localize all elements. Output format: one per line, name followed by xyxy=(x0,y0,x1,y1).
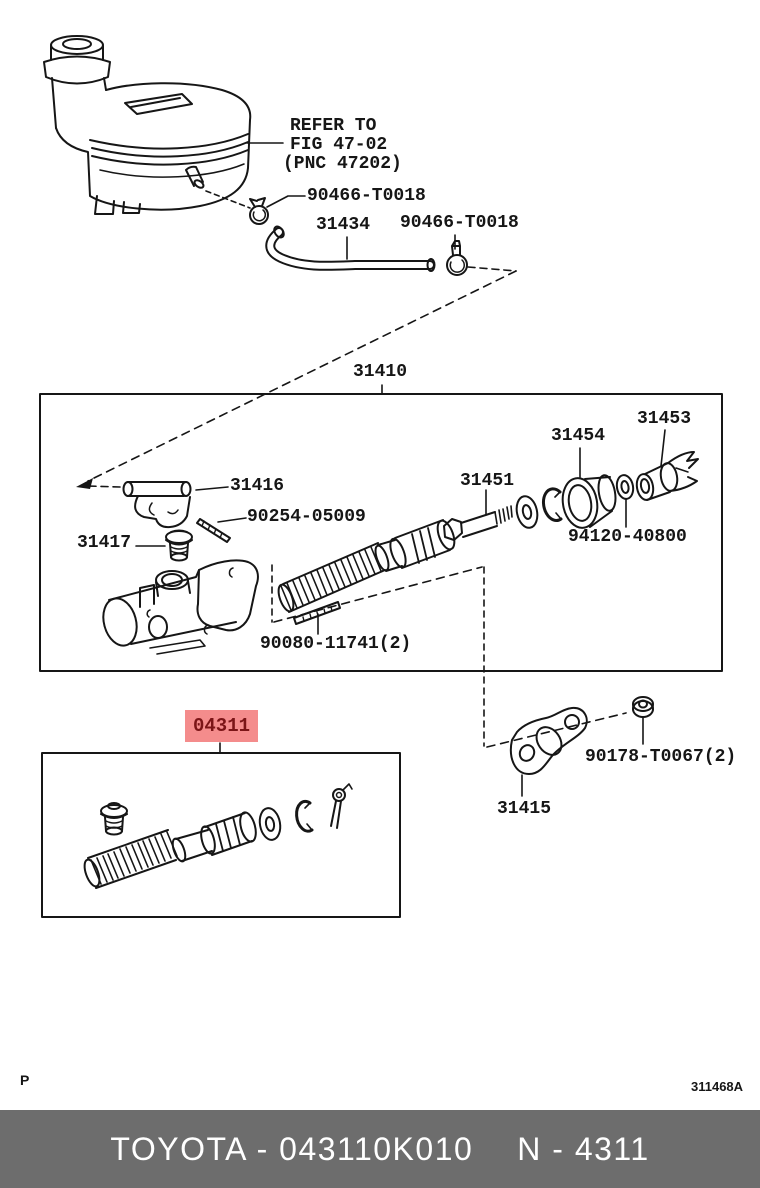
footer-banner: TOYOTA - 043110K010 N - 4311 xyxy=(0,1110,760,1188)
label-gasket-flange[interactable]: 31415 xyxy=(497,799,552,819)
label-hose[interactable]: 31434 xyxy=(316,215,371,235)
kit-grommet-drawing xyxy=(100,802,128,836)
label-master-cylinder-assy[interactable]: 31410 xyxy=(353,362,408,382)
callout-dashes xyxy=(76,266,517,489)
push-rod-drawing xyxy=(443,489,513,541)
label-grommet[interactable]: 31417 xyxy=(77,533,132,553)
master-cylinder-drawing xyxy=(102,559,259,655)
hose-drawing xyxy=(265,195,436,272)
refer-note-line3: (PNC 47202) xyxy=(283,154,402,174)
snap-ring-drawing xyxy=(541,487,563,522)
label-reservoir-clip[interactable]: 31416 xyxy=(230,476,285,496)
kit-snap-ring-drawing xyxy=(295,799,314,833)
clip-drawing xyxy=(122,481,229,529)
label-hose-clamp[interactable]: 90466-T0018 xyxy=(400,213,519,233)
label-boot[interactable]: 31454 xyxy=(551,426,606,446)
repair-kit-box xyxy=(41,752,401,918)
footer-banner-part-number: TOYOTA - 043110K010 xyxy=(110,1130,474,1167)
label-push-rod[interactable]: 31451 xyxy=(460,471,515,491)
spring-piston-drawing xyxy=(277,519,456,613)
end-fitting-drawing xyxy=(635,429,699,501)
hose-clamp-icon-left xyxy=(249,197,269,225)
stud-drawing xyxy=(293,601,341,635)
label-reservoir-clamp[interactable]: 90466-T0018 xyxy=(307,186,426,206)
grommet-drawing xyxy=(135,529,193,562)
label-slotted-pin[interactable]: 90254-05009 xyxy=(247,507,366,527)
label-stud-bolt[interactable]: 90080-11741(2) xyxy=(260,634,412,654)
pin-drawing xyxy=(196,517,247,543)
label-ring[interactable]: 94120-40800 xyxy=(568,527,687,547)
reservoir-drawing xyxy=(43,35,284,215)
ring-drawing xyxy=(615,474,635,528)
kit-spring-piston-drawing xyxy=(83,811,257,889)
flange-drawing xyxy=(510,706,588,797)
label-nut[interactable]: 90178-T0067(2) xyxy=(585,747,737,767)
label-end-fitting[interactable]: 31453 xyxy=(637,409,692,429)
refer-note-line2: FIG 47-02 xyxy=(290,135,388,155)
figure-code: 311468A xyxy=(691,1079,744,1094)
page-letter: P xyxy=(20,1072,30,1088)
kit-washer-drawing xyxy=(258,807,282,841)
diagram-art xyxy=(39,35,723,918)
footer-banner-catalog-number: N - 4311 xyxy=(517,1130,650,1167)
kit-clip-drawing xyxy=(330,783,353,829)
nut-drawing xyxy=(632,696,654,745)
refer-note-line1: REFER TO xyxy=(290,116,377,136)
washer-drawing xyxy=(515,495,539,529)
assembly-box xyxy=(39,393,723,672)
detail-region-dashes xyxy=(271,564,627,748)
boot-drawing xyxy=(561,447,617,529)
label-repair-kit-highlighted[interactable]: 04311 xyxy=(185,710,258,742)
hose-clamp-icon-right xyxy=(446,234,468,276)
